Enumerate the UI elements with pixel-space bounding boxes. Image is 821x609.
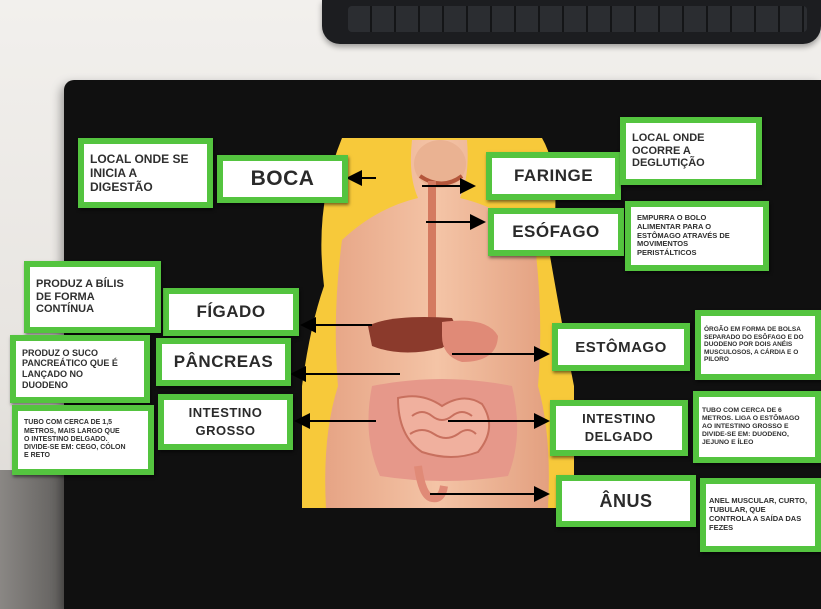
desc-card-boca: LOCAL ONDE SE INICIA A DIGESTÃO — [78, 138, 213, 208]
desc-card-figado: PRODUZ A BÍLIS DE FORMA CONTÍNUA — [24, 261, 161, 333]
desc-card-anus: ANEL MUSCULAR, CURTO, TUBULAR, QUE CONTR… — [700, 478, 821, 552]
label-intestino-grosso: INTESTINO GROSSO — [189, 404, 263, 439]
table-edge — [0, 470, 70, 609]
label-anus: ÂNUS — [599, 491, 652, 512]
label-estomago: ESTÔMAGO — [575, 339, 667, 356]
card-pancreas: PÂNCREAS — [156, 338, 291, 386]
desc-card-pancreas: PRODUZ O SUCO PANCREÁTICO QUE É LANÇADO … — [10, 335, 150, 403]
desc-esofago: EMPURRA O BOLO ALIMENTAR PARA O ESTÔMAGO… — [637, 214, 730, 258]
desc-anus: ANEL MUSCULAR, CURTO, TUBULAR, QUE CONTR… — [709, 497, 807, 532]
card-intestino-delgado: INTESTINO DELGADO — [550, 400, 688, 456]
card-esofago: ESÓFAGO — [488, 208, 624, 256]
card-estomago: ESTÔMAGO — [552, 323, 690, 371]
desc-card-esofago: EMPURRA O BOLO ALIMENTAR PARA O ESTÔMAGO… — [625, 201, 769, 271]
label-faringe: FARINGE — [514, 166, 593, 186]
desc-card-intestino-delgado: TUBO COM CERCA DE 6 METROS. LIGA O ESTÔM… — [693, 391, 821, 463]
label-pancreas: PÂNCREAS — [174, 352, 273, 372]
label-esofago: ESÓFAGO — [512, 222, 600, 242]
label-intestino-delgado: INTESTINO DELGADO — [582, 410, 656, 445]
keyboard — [322, 0, 821, 44]
desc-pancreas: PRODUZ O SUCO PANCREÁTICO QUE É LANÇADO … — [22, 348, 118, 390]
desc-card-intestino-grosso: TUBO COM CERCA DE 1,5 METROS, MAIS LARGO… — [12, 405, 154, 475]
desc-card-faringe: LOCAL ONDE OCORRE A DEGLUTIÇÃO — [620, 117, 762, 185]
card-intestino-grosso: INTESTINO GROSSO — [158, 394, 293, 450]
desc-boca: LOCAL ONDE SE INICIA A DIGESTÃO — [90, 152, 188, 194]
label-boca: BOCA — [251, 167, 315, 191]
desc-estomago: ÓRGÃO EM FORMA DE BOLSA SEPARADO DO ESÔF… — [704, 326, 804, 364]
keyboard-keys — [348, 6, 807, 32]
desc-faringe: LOCAL ONDE OCORRE A DEGLUTIÇÃO — [632, 132, 705, 171]
card-faringe: FARINGE — [486, 152, 621, 200]
desc-intestino-delgado: TUBO COM CERCA DE 6 METROS. LIGA O ESTÔM… — [702, 407, 800, 447]
desc-figado: PRODUZ A BÍLIS DE FORMA CONTÍNUA — [36, 278, 124, 317]
desc-intestino-grosso: TUBO COM CERCA DE 1,5 METROS, MAIS LARGO… — [24, 419, 126, 460]
desc-card-estomago: ÓRGÃO EM FORMA DE BOLSA SEPARADO DO ESÔF… — [695, 310, 821, 380]
card-anus: ÂNUS — [556, 475, 696, 527]
label-figado: FÍGADO — [196, 302, 265, 322]
card-boca: BOCA — [217, 155, 348, 203]
card-figado: FÍGADO — [163, 288, 299, 336]
